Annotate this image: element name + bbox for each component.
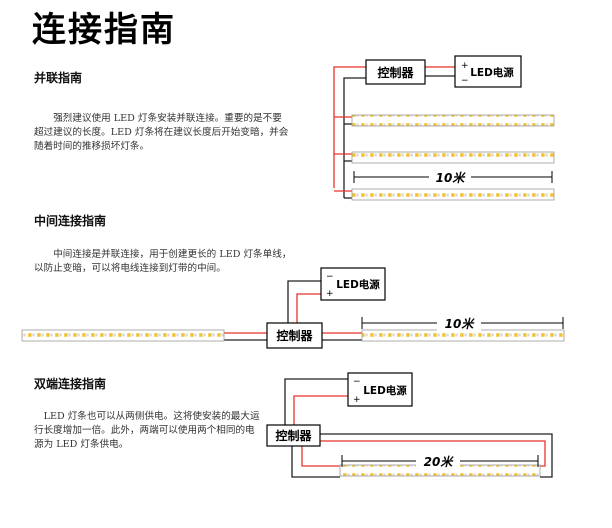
wire-black-trunk xyxy=(343,77,366,198)
controller-label: 控制器 xyxy=(276,328,313,343)
length-marker: 20米 xyxy=(341,453,539,469)
led-strip xyxy=(351,151,555,164)
length-marker: 10米 xyxy=(353,169,553,185)
minus-label: − xyxy=(353,377,361,387)
length-label: 20米 xyxy=(424,455,455,469)
led-strip xyxy=(351,188,555,201)
plus-label: + xyxy=(353,395,361,405)
minus-label: − xyxy=(326,272,334,282)
section-title-dual: 双端连接指南 xyxy=(34,377,107,391)
section-body-parallel: 强烈建议使用 LED 灯条安装并联连接。重要的是不要超过建议的长度。LED 灯条… xyxy=(34,113,289,152)
power-supply-box xyxy=(347,372,413,407)
plus-label: + xyxy=(461,61,469,71)
controller-box xyxy=(266,322,323,349)
length-label: 10米 xyxy=(445,317,476,331)
section-title-parallel: 并联指南 xyxy=(34,71,83,85)
power-supply-label: LED电源 xyxy=(470,66,514,79)
power-supply-label: LED电源 xyxy=(336,278,380,291)
controller-label: 控制器 xyxy=(275,428,312,443)
length-label: 10米 xyxy=(436,171,467,185)
plus-label: + xyxy=(326,289,334,299)
minus-label: − xyxy=(461,76,469,86)
length-marker: 10米 xyxy=(361,315,564,331)
page-title: 连接指南 xyxy=(32,10,176,50)
parallel-diagram: 控制器 + − LED电源 10米 xyxy=(333,55,555,201)
controller-label: 控制器 xyxy=(377,65,414,80)
led-strip xyxy=(21,329,225,342)
power-supply-box xyxy=(320,267,386,301)
dual-end-diagram: 控制器 − + LED电源 20米 xyxy=(266,372,553,478)
led-strip xyxy=(351,114,555,127)
middle-diagram: 控制器 − + LED电源 10米 xyxy=(21,267,565,349)
controller-box xyxy=(365,59,426,85)
wire-red-trunk xyxy=(333,66,366,188)
section-title-middle: 中间连接指南 xyxy=(34,214,107,228)
section-body-middle: 中间连接是并联连接，用于创建更长的 LED 灯条单线，以防止变暗，可以将电线连接… xyxy=(34,249,292,274)
power-supply-box xyxy=(454,55,522,88)
led-strip xyxy=(361,329,565,342)
section-body-dual: LED 灯条也可以从两侧供电。这将使安装的最大运行长度增加一倍。此外，两端可以使… xyxy=(34,411,260,450)
controller-box xyxy=(266,424,321,447)
power-supply-label: LED电源 xyxy=(363,384,407,397)
